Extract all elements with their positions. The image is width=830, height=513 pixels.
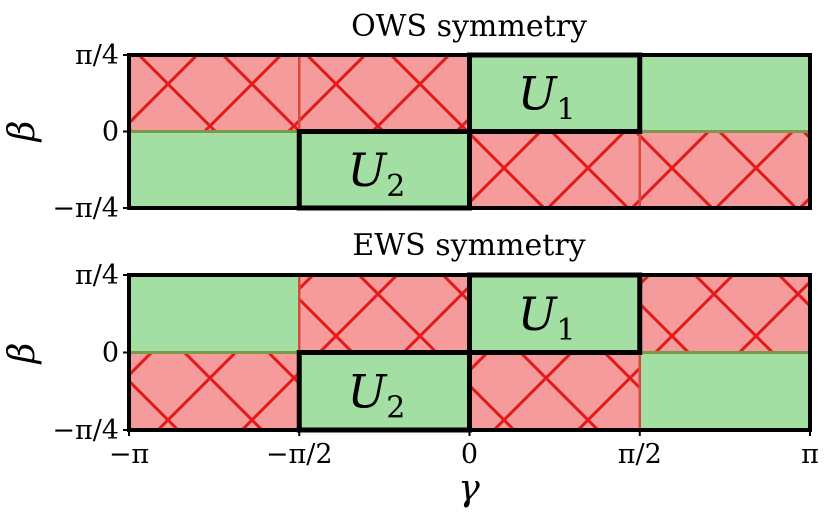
y-tick-label: −π/4 bbox=[52, 193, 119, 224]
x-tick-label: 0 bbox=[461, 439, 478, 470]
panel-title: OWS symmetry bbox=[351, 9, 587, 44]
y-axis-label: β bbox=[2, 121, 43, 144]
cell-label-subscript: 1 bbox=[556, 313, 575, 348]
panel-title: EWS symmetry bbox=[352, 228, 585, 263]
cell-forbidden bbox=[129, 55, 300, 132]
x-tick-label: −π bbox=[109, 439, 149, 470]
cell-allowed bbox=[299, 131, 470, 208]
cell-forbidden bbox=[299, 275, 470, 353]
cell-allowed bbox=[469, 55, 640, 132]
x-axis-label: γ bbox=[458, 468, 480, 509]
x-axis-ticks: −π −π/2 0 π/2 π bbox=[109, 430, 819, 470]
y-tick-label: π/4 bbox=[75, 40, 119, 71]
cell-forbidden bbox=[469, 352, 640, 430]
y-tick-label: 0 bbox=[102, 338, 119, 369]
cell-label-subscript: 1 bbox=[556, 92, 575, 127]
cell-label-subscript: 2 bbox=[386, 390, 405, 425]
y-axis-label: β bbox=[2, 343, 43, 366]
y-tick-label: 0 bbox=[102, 117, 119, 148]
cell-forbidden bbox=[639, 131, 810, 208]
y-tick-label: π/4 bbox=[75, 260, 119, 291]
cell-label-subscript: 2 bbox=[386, 169, 405, 204]
x-tick-label: π/2 bbox=[618, 439, 662, 470]
cell-forbidden bbox=[639, 275, 810, 353]
panel-ticks: −π/4 0 π/4 bbox=[52, 40, 129, 224]
y-tick-label: −π/4 bbox=[52, 415, 119, 446]
panel-ticks: −π/4 0 π/4 bbox=[52, 260, 129, 446]
cell-allowed bbox=[639, 352, 810, 430]
cell-allowed bbox=[129, 131, 300, 208]
cell-forbidden bbox=[129, 352, 300, 430]
x-tick-label: −π/2 bbox=[266, 439, 333, 470]
cell-allowed bbox=[299, 352, 470, 430]
cell-forbidden bbox=[299, 55, 470, 132]
x-tick-label: π bbox=[801, 439, 819, 470]
cell-forbidden bbox=[469, 131, 640, 208]
cell-allowed bbox=[129, 275, 300, 353]
cell-allowed bbox=[469, 275, 640, 353]
cell-allowed bbox=[639, 55, 810, 132]
